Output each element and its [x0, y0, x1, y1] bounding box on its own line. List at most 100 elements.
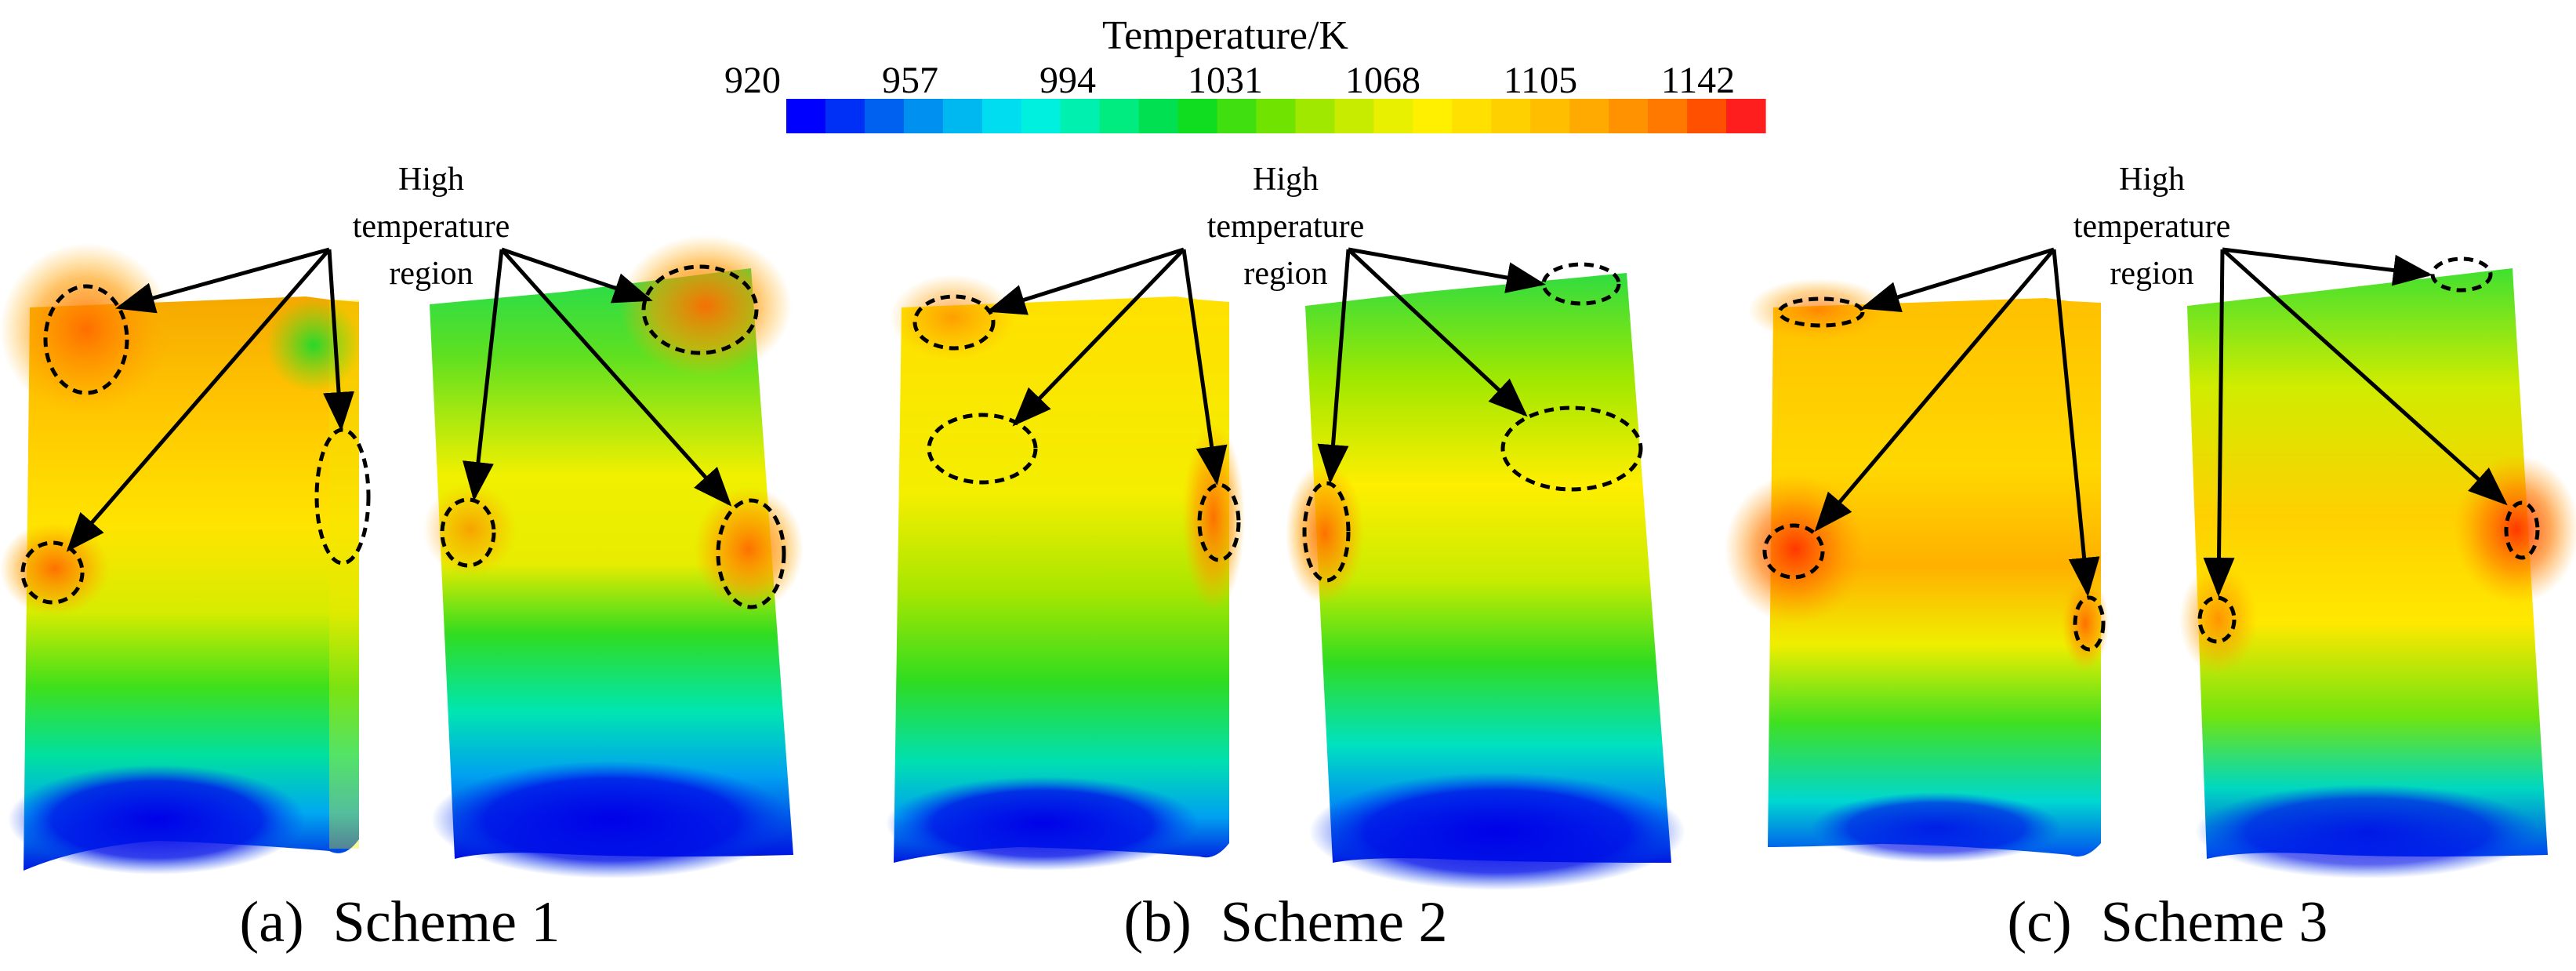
colorbar-band	[825, 99, 865, 133]
arrow	[2052, 249, 2100, 597]
hot-region-marker	[2073, 595, 2106, 652]
colorbar-band	[786, 99, 826, 133]
colorbar-band	[1060, 99, 1101, 133]
hot-region-marker	[1777, 296, 1865, 328]
arrow	[1814, 248, 2055, 532]
annotation-line: High	[398, 162, 464, 198]
panel-scheme-2: High temperature region (b) Scheme 2	[886, 162, 1685, 955]
blade-pressure-side	[2179, 268, 2576, 878]
colorbar-band	[981, 99, 1022, 133]
colorbar-band	[1295, 99, 1336, 133]
colorbar-band	[1687, 99, 1727, 133]
hot-region-markers	[1762, 256, 2540, 652]
annotation-line: temperature	[353, 209, 510, 245]
annotation-line: temperature	[1207, 209, 1365, 245]
colorbar-band	[1413, 99, 1453, 133]
colorbar-band	[1491, 99, 1531, 133]
annotation-line: region	[1243, 256, 1327, 292]
colorbar-band	[1530, 99, 1570, 133]
colorbar-tick: 920	[724, 60, 781, 101]
hot-region-marker	[912, 294, 996, 351]
colorbar-band	[864, 99, 905, 133]
hot-region-marker	[2430, 256, 2493, 293]
arrow	[1860, 247, 2055, 312]
colorbar-band	[1726, 99, 1766, 133]
arrow	[323, 249, 354, 431]
hot-region-marker	[2504, 500, 2540, 560]
panel-caption: (b) Scheme 2	[1123, 890, 1447, 955]
colorbar-tick: 1142	[1661, 60, 1735, 101]
colorbar-band	[1648, 99, 1688, 133]
colorbar-band	[1569, 99, 1609, 133]
annotation-label: High temperature region	[1207, 162, 1365, 292]
arrow	[2203, 249, 2235, 597]
colorbar-band	[903, 99, 944, 133]
arrow	[1317, 249, 1351, 484]
colorbar-band	[1217, 99, 1257, 133]
hot-region-marker	[2197, 595, 2237, 644]
arrow	[1181, 249, 1228, 486]
colorbar-tick-labels: 920 957 994 1031 1068 1105 1142	[724, 60, 1735, 101]
blade-pressure-side	[1286, 273, 1685, 890]
annotation-line: High	[2119, 162, 2185, 198]
hot-region-markers	[912, 262, 1643, 583]
arrow	[463, 249, 504, 501]
arrow	[986, 247, 1185, 315]
arrow	[1347, 248, 1528, 417]
colorbar-title: Temperature/K	[1102, 13, 1348, 58]
annotation-line: High	[1253, 162, 1319, 198]
blade-suction-side	[0, 243, 361, 875]
hot-region-marker	[1541, 262, 1621, 306]
colorbar-band	[942, 99, 983, 133]
colorbar-bands	[786, 99, 1766, 133]
panel-caption: (a) Scheme 1	[240, 890, 561, 955]
arrow	[1012, 248, 1185, 427]
colorbar-band	[1021, 99, 1061, 133]
colorbar-band	[1452, 99, 1492, 133]
colorbar-tick: 1105	[1504, 60, 1577, 101]
colorbar-band	[1138, 99, 1179, 133]
hot-region-marker	[1302, 481, 1351, 583]
hot-region-marker	[1500, 405, 1643, 492]
hot-region-marker	[43, 284, 129, 395]
hot-region-marker	[927, 413, 1038, 485]
colorbar-band	[1609, 99, 1649, 133]
arrow	[66, 248, 331, 552]
arrow	[500, 248, 732, 507]
colorbar-band	[1334, 99, 1374, 133]
annotation-label: High temperature region	[353, 162, 510, 292]
colorbar-tick: 994	[1039, 60, 1096, 101]
hot-region-marker	[1762, 523, 1825, 580]
colorbar: Temperature/K 920 957 994 1031 1068 1105…	[724, 13, 1766, 133]
colorbar-band	[1099, 99, 1140, 133]
panel-caption: (c) Scheme 3	[2008, 890, 2328, 955]
arrow	[2222, 247, 2433, 286]
colorbar-tick: 957	[882, 60, 938, 101]
colorbar-band	[1373, 99, 1413, 133]
colorbar-band	[1177, 99, 1218, 133]
panel-scheme-3: High temperature region (c) Scheme 3	[1725, 162, 2576, 955]
panel-scheme-1: High temperature region (a) Scheme 1	[0, 162, 804, 955]
colorbar-band	[1256, 99, 1297, 133]
arrow	[2221, 248, 2508, 506]
hot-region-marker	[440, 497, 496, 568]
blade-suction-side	[886, 275, 1245, 871]
annotation-label: High temperature region	[2073, 162, 2231, 292]
annotation-line: region	[2110, 256, 2193, 292]
arrows	[986, 247, 1546, 486]
annotation-line: region	[389, 256, 473, 292]
blade-suction-side	[1725, 278, 2109, 863]
arrow	[115, 247, 330, 314]
hot-region-marker	[716, 498, 786, 609]
colorbar-tick: 1068	[1345, 60, 1420, 101]
arrows	[1814, 247, 2508, 597]
arrow	[1348, 247, 1546, 293]
hot-region-marker	[20, 540, 85, 605]
colorbar-tick: 1031	[1188, 60, 1263, 101]
hot-region-marker	[641, 264, 759, 355]
hot-region-marker	[1197, 482, 1241, 562]
arrows	[66, 247, 732, 552]
arrow	[501, 247, 653, 304]
blade-pressure-side	[423, 235, 804, 878]
